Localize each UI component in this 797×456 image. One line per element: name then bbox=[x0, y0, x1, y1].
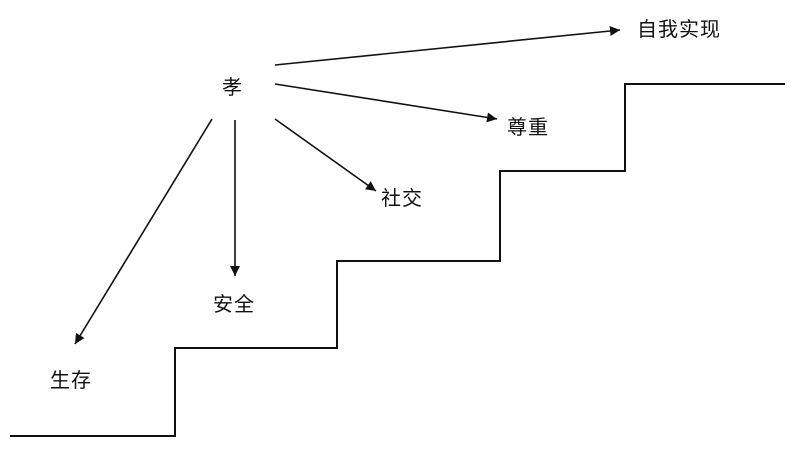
arrow-to-self-actualization bbox=[274, 26, 621, 66]
arrow-to-social bbox=[274, 118, 377, 192]
level-label-esteem: 尊重 bbox=[507, 115, 549, 139]
staircase-line bbox=[10, 83, 785, 437]
arrow-to-survival bbox=[74, 118, 213, 345]
level-label-self-actualization: 自我实现 bbox=[637, 17, 721, 41]
level-label-survival: 生存 bbox=[50, 368, 92, 392]
arrow-to-esteem bbox=[274, 83, 498, 123]
level-label-safety: 安全 bbox=[213, 292, 255, 316]
center-label-filial-piety: 孝 bbox=[222, 75, 243, 99]
level-label-social: 社交 bbox=[381, 186, 423, 210]
